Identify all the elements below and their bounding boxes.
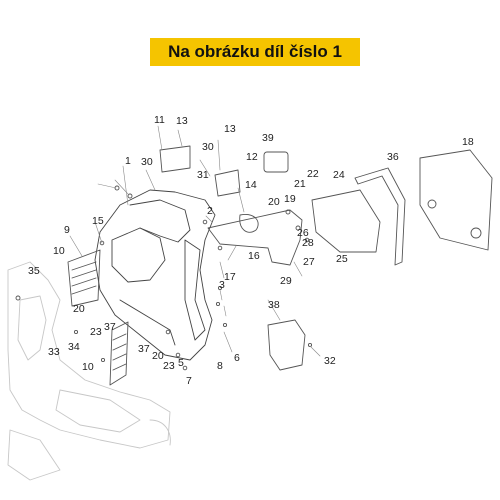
storage-pocket-part-29: [207, 209, 303, 266]
callout-20: 20: [152, 350, 164, 362]
hardware-bits: [15, 185, 313, 371]
part-39: [263, 151, 289, 173]
grille-part-10: [109, 321, 129, 386]
callout-20: 20: [268, 196, 280, 208]
callout-39: 39: [262, 132, 274, 144]
callout-14: 14: [245, 179, 257, 191]
callout-37: 37: [104, 321, 116, 333]
callout-38: 38: [268, 299, 280, 311]
callout-18: 18: [462, 136, 474, 148]
callout-3: 3: [219, 279, 225, 291]
callout-23: 23: [90, 326, 102, 338]
callout-31: 31: [197, 169, 209, 181]
callout-35: 35: [28, 265, 40, 277]
inner-panel-part-18: [419, 149, 493, 251]
callout-20: 20: [73, 303, 85, 315]
banner-text: Na obrázku díl číslo 1: [168, 42, 342, 61]
callout-11: 11: [154, 114, 165, 126]
callout-5: 5: [178, 357, 184, 369]
callout-26: 26: [297, 227, 309, 239]
callout-19: 19: [284, 193, 296, 205]
callout-36: 36: [387, 151, 399, 163]
callout-2: 2: [207, 205, 213, 217]
callout-17: 17: [224, 271, 236, 283]
callout-29: 29: [280, 275, 292, 287]
callout-22: 22: [307, 168, 319, 180]
callout-12: 12: [246, 151, 258, 163]
callout-30: 30: [141, 156, 153, 168]
seal-part-36: [354, 167, 406, 266]
callout-23: 23: [163, 360, 175, 372]
cover-part-12: [214, 169, 241, 197]
callout-28: 28: [302, 237, 314, 249]
callout-27: 27: [303, 256, 315, 268]
part-number-banner: Na obrázku díl číslo 1: [150, 38, 360, 66]
callout-7: 7: [186, 375, 192, 387]
callout-34: 34: [68, 341, 80, 353]
callout-13: 13: [224, 123, 236, 135]
part-14: [239, 214, 259, 233]
grille-part-9: [67, 249, 101, 307]
leg-shield-part-1: [94, 189, 216, 361]
callout-30: 30: [202, 141, 214, 153]
callout-25: 25: [336, 253, 348, 265]
glovebox-part-38: [267, 319, 306, 371]
lid-part-24: [311, 189, 381, 253]
callout-6: 6: [234, 352, 240, 364]
callout-13: 13: [176, 115, 188, 127]
leader-lines: [69, 125, 321, 357]
scooter-frame-ghost: [7, 261, 171, 481]
callout-10: 10: [53, 245, 65, 257]
callout-8: 8: [217, 360, 223, 372]
callout-10: 10: [82, 361, 94, 373]
cover-part-11: [159, 145, 191, 173]
callout-1: 1: [125, 155, 131, 167]
callout-33: 33: [48, 346, 60, 358]
callout-16: 16: [248, 250, 260, 262]
callout-24: 24: [333, 169, 345, 181]
callout-21: 21: [294, 178, 306, 190]
callout-37: 37: [138, 343, 150, 355]
callout-15: 15: [92, 215, 104, 227]
callout-9: 9: [64, 224, 70, 236]
callout-32: 32: [324, 355, 336, 367]
